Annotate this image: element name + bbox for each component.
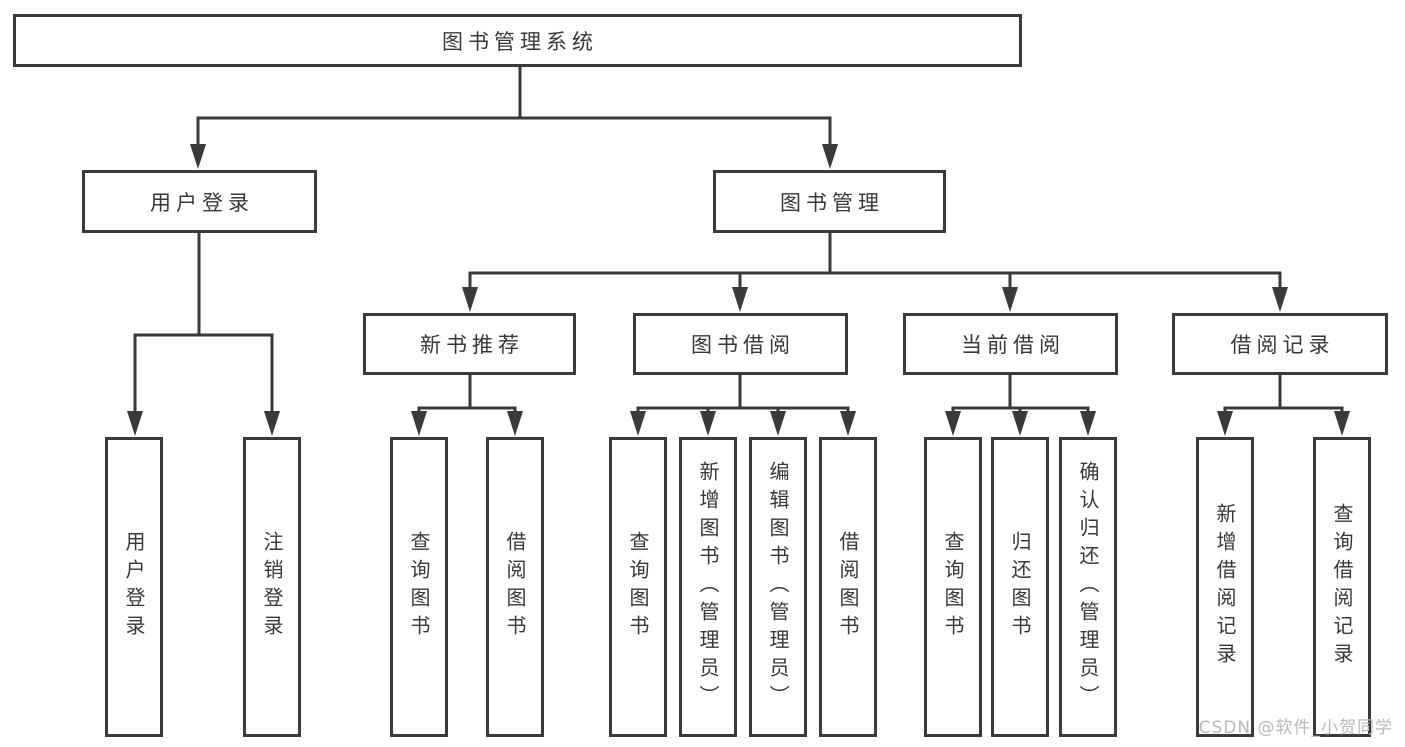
node-confirm-return-admin: 确认归还（管理员）	[1059, 437, 1117, 737]
node-current-borrowing: 当前借阅	[903, 313, 1118, 375]
node-label: 新增图书（管理员）	[696, 461, 720, 713]
node-label: 用户登录	[150, 190, 254, 215]
node-query-books-borrowing: 查询图书	[609, 437, 667, 737]
node-label: 图书管理	[780, 190, 884, 215]
node-label: 注销登录	[260, 531, 284, 643]
node-logout-leaf: 注销登录	[243, 437, 301, 737]
node-label: 当前借阅	[961, 333, 1065, 357]
node-new-book-recommend: 新书推荐	[363, 313, 576, 375]
node-borrow-books-leaf: 借阅图书	[819, 437, 877, 737]
node-label: 新书推荐	[420, 333, 524, 357]
node-label: 编辑图书（管理员）	[766, 461, 790, 713]
node-label: 查询图书	[407, 531, 431, 643]
node-label: 新增借阅记录	[1213, 503, 1237, 671]
node-query-books-recommend: 查询图书	[390, 437, 448, 737]
node-label: 图书借阅	[691, 333, 795, 357]
node-return-book: 归还图书	[991, 437, 1049, 737]
node-borrowing-records: 借阅记录	[1172, 313, 1388, 375]
node-user-login-leaf: 用户登录	[105, 437, 163, 737]
node-borrow-books-recommend: 借阅图书	[486, 437, 544, 737]
node-label: 归还图书	[1008, 531, 1032, 643]
node-label: 借阅图书	[836, 531, 860, 643]
node-book-management-branch: 图书管理	[713, 170, 946, 233]
node-label: 借阅图书	[503, 531, 527, 643]
node-add-book-admin: 新增图书（管理员）	[679, 437, 737, 737]
node-label: 查询图书	[626, 531, 650, 643]
node-label: 查询图书	[941, 531, 965, 643]
csdn-watermark: CSDN @软件_小贺同学	[1198, 718, 1393, 738]
node-query-borrow-record: 查询借阅记录	[1313, 437, 1371, 737]
node-label: 借阅记录	[1230, 333, 1335, 357]
node-label: 用户登录	[122, 531, 146, 643]
node-add-borrow-record: 新增借阅记录	[1196, 437, 1254, 737]
node-label: 图书管理系统	[442, 29, 598, 54]
node-label: 查询借阅记录	[1330, 503, 1354, 671]
arrowheads	[127, 144, 1350, 436]
node-label: 确认归还（管理员）	[1076, 461, 1100, 713]
node-library-management-system: 图书管理系统	[13, 14, 1022, 67]
node-edit-book-admin: 编辑图书（管理员）	[749, 437, 807, 737]
node-user-login-branch: 用户登录	[82, 170, 317, 233]
node-book-borrowing: 图书借阅	[633, 313, 848, 375]
node-query-books-current: 查询图书	[924, 437, 982, 737]
